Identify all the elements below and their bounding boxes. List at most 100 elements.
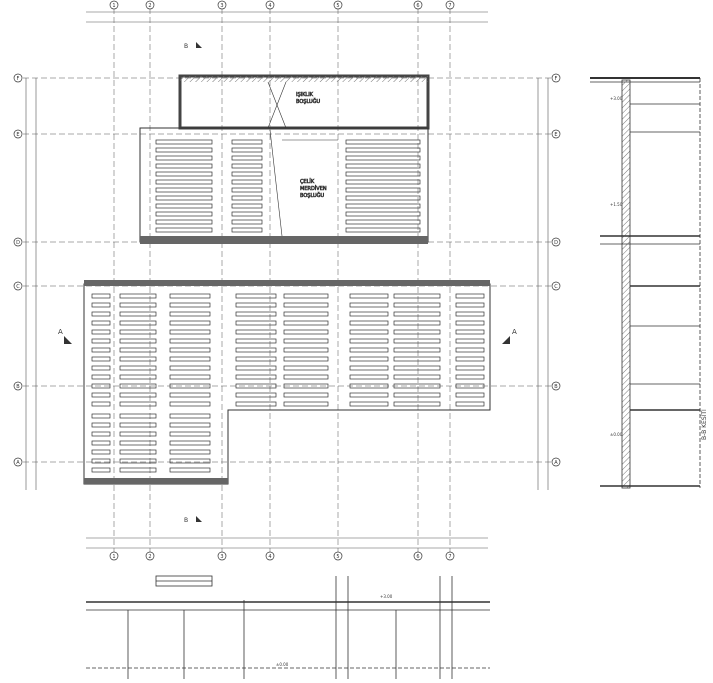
joist bbox=[235, 401, 277, 407]
joist bbox=[119, 347, 157, 353]
joist bbox=[119, 338, 157, 344]
row-bubble-label: D bbox=[554, 240, 558, 246]
joist bbox=[455, 338, 485, 344]
joist bbox=[155, 195, 213, 201]
joist bbox=[231, 195, 263, 201]
joist bbox=[349, 374, 389, 380]
row-bubble-right-6 bbox=[551, 73, 561, 83]
joist-field-upper bbox=[155, 139, 421, 233]
joist bbox=[169, 365, 211, 371]
row-bubble-label: B bbox=[16, 384, 20, 390]
section-a-a: +3.00 ±0.00 bbox=[86, 575, 490, 679]
section-b-bottom-letter: B bbox=[184, 517, 188, 524]
joist bbox=[155, 155, 213, 161]
joist bbox=[231, 179, 263, 185]
row-bubble-label: D bbox=[16, 240, 20, 246]
light-well-void: IŞIKLIK BOŞLUĞU bbox=[267, 81, 321, 129]
elev-3: ±0.00 bbox=[610, 432, 623, 437]
joist bbox=[119, 392, 157, 398]
joist bbox=[349, 293, 389, 299]
row-bubble-label: F bbox=[17, 76, 20, 82]
joist bbox=[119, 293, 157, 299]
joist bbox=[455, 401, 485, 407]
joist bbox=[235, 320, 277, 326]
row-bubble-label: C bbox=[554, 284, 558, 290]
row-bubble-label: F bbox=[555, 76, 558, 82]
joist bbox=[231, 211, 263, 217]
col-bubble-label: 6 bbox=[416, 3, 419, 9]
joist bbox=[349, 302, 389, 308]
joist bbox=[119, 374, 157, 380]
row-bubble-label: C bbox=[16, 284, 20, 290]
dimension-lines bbox=[25, 11, 549, 549]
joist bbox=[155, 227, 213, 233]
col-bubble-label: 1 bbox=[112, 554, 115, 560]
row-bubble-label: A bbox=[554, 460, 558, 466]
joist bbox=[393, 338, 441, 344]
joist bbox=[345, 203, 421, 209]
joist bbox=[91, 440, 111, 446]
joist bbox=[393, 302, 441, 308]
joist bbox=[283, 320, 329, 326]
light-well-label-2: BOŞLUĞU bbox=[296, 98, 321, 105]
col-bubble-label: 2 bbox=[148, 3, 151, 9]
joist bbox=[283, 347, 329, 353]
upper-block bbox=[139, 74, 430, 244]
joist bbox=[283, 311, 329, 317]
col-bubble-top-5 bbox=[333, 0, 343, 10]
joist bbox=[235, 392, 277, 398]
joist bbox=[345, 195, 421, 201]
joist bbox=[283, 356, 329, 362]
joist bbox=[393, 401, 441, 407]
col-bubble-top-1 bbox=[109, 0, 119, 10]
stair-void: ÇELİK MERDİVEN BOŞLUĞU bbox=[269, 129, 338, 237]
joist bbox=[235, 311, 277, 317]
joist bbox=[235, 383, 277, 389]
joist bbox=[169, 347, 211, 353]
joist bbox=[169, 374, 211, 380]
joist bbox=[455, 320, 485, 326]
col-bubble-top-2 bbox=[145, 0, 155, 10]
joist bbox=[393, 347, 441, 353]
joist bbox=[155, 163, 213, 169]
joist bbox=[91, 347, 111, 353]
col-bubble-bottom-5 bbox=[333, 551, 343, 561]
joist bbox=[345, 219, 421, 225]
row-bubble-left-5 bbox=[13, 129, 23, 139]
joist bbox=[169, 413, 211, 419]
row-bubble-left-1 bbox=[13, 457, 23, 467]
joist bbox=[393, 374, 441, 380]
joist bbox=[169, 467, 211, 473]
joist bbox=[283, 401, 329, 407]
joist bbox=[231, 203, 263, 209]
joist bbox=[119, 467, 157, 473]
row-bubble-right-5 bbox=[551, 129, 561, 139]
joist bbox=[91, 383, 111, 389]
row-bubble-left-2 bbox=[13, 381, 23, 391]
joist bbox=[455, 365, 485, 371]
joist bbox=[119, 422, 157, 428]
joist bbox=[393, 356, 441, 362]
col-bubble-bottom-3 bbox=[217, 551, 227, 561]
joist bbox=[349, 365, 389, 371]
joist bbox=[119, 458, 157, 464]
section-marker-b-bottom: B bbox=[184, 516, 202, 524]
joist bbox=[235, 365, 277, 371]
col-bubble-bottom-1 bbox=[109, 551, 119, 561]
joist bbox=[169, 356, 211, 362]
joist bbox=[169, 329, 211, 335]
joist bbox=[235, 374, 277, 380]
joist bbox=[231, 227, 263, 233]
joist bbox=[155, 203, 213, 209]
joist bbox=[169, 440, 211, 446]
joist bbox=[393, 365, 441, 371]
col-bubble-label: 3 bbox=[220, 3, 223, 9]
section-a-right-letter: A bbox=[512, 328, 517, 336]
section-marker-a-right: A bbox=[502, 328, 517, 344]
joist bbox=[119, 356, 157, 362]
joist bbox=[283, 374, 329, 380]
joist bbox=[169, 392, 211, 398]
joist bbox=[155, 139, 213, 145]
